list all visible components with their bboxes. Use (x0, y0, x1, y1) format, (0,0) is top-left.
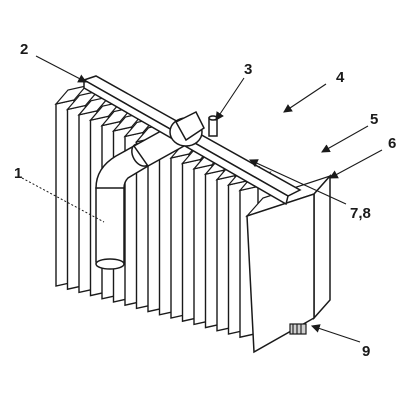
callout-6: 6 (388, 135, 396, 152)
callout-9: 9 (362, 343, 370, 360)
callout-4: 4 (336, 69, 345, 86)
callout-3: 3 (244, 61, 252, 78)
callout-7-8: 7,8 (350, 205, 371, 222)
front-plate (245, 174, 332, 354)
callout-5: 5 (370, 111, 378, 128)
pipe-clamp (169, 110, 205, 147)
callout-1: 1 (14, 165, 22, 182)
mounting-post (208, 115, 218, 137)
callout-2: 2 (20, 41, 28, 58)
leader-lines (21, 55, 383, 343)
connector-terminal (289, 323, 307, 335)
